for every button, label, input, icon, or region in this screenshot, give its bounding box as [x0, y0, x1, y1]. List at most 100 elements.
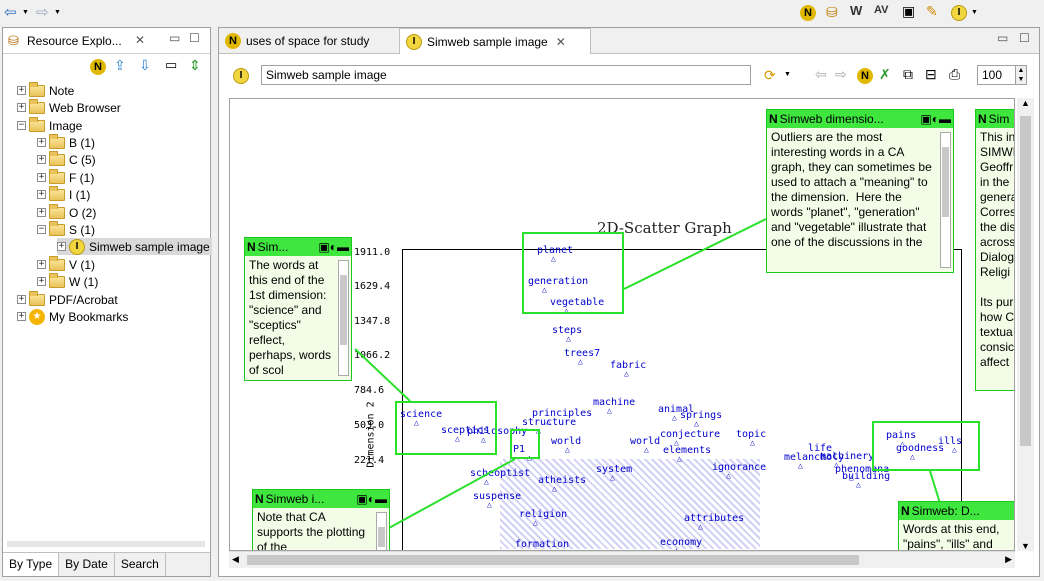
lock-icon[interactable]: ⊟	[925, 66, 937, 82]
refresh-icon[interactable]: ⟳	[764, 67, 776, 83]
tree-item-image[interactable]: − Image	[17, 116, 82, 134]
vertical-scrollbar[interactable]: ▲ ▼	[1017, 98, 1034, 551]
resource-explorer-tab[interactable]: ⛁ Resource Explo... ✕ ▭ ☐	[3, 28, 210, 54]
av-icon[interactable]: AV	[874, 4, 889, 16]
link-delete-icon[interactable]: ✗	[879, 66, 891, 82]
tree-item-f[interactable]: + F (1)	[37, 168, 94, 186]
pencil-icon[interactable]: ✎	[926, 3, 938, 19]
note-scrollbar[interactable]	[940, 132, 951, 268]
horizontal-scrollbar[interactable]	[7, 541, 205, 547]
export-icon[interactable]: ⇪	[114, 57, 126, 73]
back-icon[interactable]: ⇦	[815, 66, 827, 82]
expand-icon[interactable]: +	[37, 137, 46, 147]
close-tab-icon[interactable]: ✕	[555, 34, 566, 49]
expand-icon[interactable]: +	[17, 85, 26, 95]
zoom-input[interactable]	[977, 65, 1017, 85]
new-note-icon[interactable]: N	[800, 5, 816, 21]
expand-icon[interactable]: +	[37, 207, 46, 217]
new-note-icon[interactable]: N	[857, 68, 873, 84]
note-scrollbar[interactable]	[376, 512, 387, 550]
title-input[interactable]	[261, 65, 751, 85]
tree-item-pdf-acrobat[interactable]: + PDF/Acrobat	[17, 290, 118, 308]
note-controls-icon[interactable]: ▣◐▬	[356, 491, 387, 506]
resource-icon[interactable]: ⛁	[826, 4, 838, 20]
expand-icon[interactable]: +	[37, 172, 46, 182]
maximize-icon[interactable]: ☐	[1019, 31, 1030, 45]
collapse-icon[interactable]: −	[37, 224, 46, 234]
horizontal-scrollbar[interactable]: ◀ ▶	[229, 551, 1015, 568]
expand-icon[interactable]: +	[37, 276, 46, 286]
tab-simweb-sample-image[interactable]: I Simweb sample image ✕	[399, 28, 591, 54]
import-icon[interactable]: ⇩	[139, 57, 151, 73]
editor-tab-bar	[219, 28, 1039, 54]
expand-icon[interactable]: +	[37, 154, 46, 164]
image-icon[interactable]: I	[951, 5, 967, 21]
tree-item-simweb-sample-image[interactable]: + I Simweb sample image	[57, 238, 212, 255]
new-note-icon[interactable]: N	[90, 59, 106, 75]
tree-item-s[interactable]: − S (1)	[37, 220, 95, 238]
scroll-down-icon[interactable]: ▼	[1021, 541, 1030, 551]
zoom-spinner[interactable]: ▲▼	[1015, 65, 1027, 85]
scrollbar-thumb[interactable]	[1020, 116, 1031, 446]
window-icon[interactable]: ▣	[902, 3, 916, 19]
www-icon[interactable]: W	[850, 3, 863, 18]
maximize-icon[interactable]: ☐	[189, 31, 200, 45]
note-controls-icon[interactable]: ▣◐▬	[318, 239, 349, 254]
tree-item-note[interactable]: + Note	[17, 81, 74, 99]
minimize-icon[interactable]: ▭	[169, 31, 181, 45]
layout-icon[interactable]: ⧉	[903, 66, 913, 82]
tree-item-o[interactable]: + O (2)	[37, 203, 96, 221]
expand-icon[interactable]: +	[17, 102, 26, 112]
expand-icon[interactable]: +	[37, 189, 46, 199]
minimize-icon[interactable]: ▭	[997, 31, 1009, 45]
scroll-left-icon[interactable]: ◀	[232, 554, 239, 564]
scroll-up-icon[interactable]: ▲	[1021, 98, 1030, 108]
tree-item-c[interactable]: + C (5)	[37, 150, 96, 168]
tree-item-b[interactable]: + B (1)	[37, 133, 95, 151]
link-icon[interactable]: ⇕	[189, 57, 201, 73]
note-scrollbar[interactable]	[338, 260, 349, 376]
tree-item-my-bookmarks[interactable]: + ★ My Bookmarks	[17, 308, 128, 325]
expand-icon[interactable]: +	[17, 311, 26, 321]
image-dropdown-icon[interactable]: ▼	[971, 9, 978, 16]
highlight-box-science[interactable]	[395, 401, 497, 455]
back-dropdown-icon[interactable]: ▼	[22, 9, 29, 16]
scrollbar-thumb[interactable]	[247, 555, 859, 565]
collapse-icon[interactable]: −	[17, 120, 26, 130]
tab-by-date[interactable]: By Date	[59, 553, 115, 576]
tab-search[interactable]: Search	[115, 553, 166, 576]
note-controls-icon[interactable]: ▣◐▬	[920, 111, 951, 126]
highlight-box-pains[interactable]	[872, 421, 980, 471]
highlight-box-p1[interactable]	[510, 429, 540, 459]
expand-icon[interactable]: +	[57, 241, 66, 251]
tab-by-type[interactable]: By Type	[3, 553, 60, 576]
tree-item-web-browser[interactable]: + Web Browser	[17, 98, 121, 116]
image-canvas[interactable]: 2D-Scatter Graph Dimension 2 1911.0 1629…	[229, 98, 1015, 551]
back-icon[interactable]: ⇦	[4, 4, 17, 21]
expand-icon[interactable]: +	[17, 294, 26, 304]
close-icon[interactable]: ✕	[135, 33, 146, 47]
collapse-all-icon[interactable]: ▭	[165, 57, 178, 72]
tab-uses-of-space[interactable]: N uses of space for study	[219, 28, 397, 54]
expand-icon[interactable]: +	[37, 259, 46, 269]
scroll-right-icon[interactable]: ▶	[1005, 554, 1012, 564]
highlight-box-outliers[interactable]	[522, 232, 624, 314]
forward-icon[interactable]: ⇨	[835, 66, 847, 82]
forward-icon[interactable]: ⇨	[36, 4, 49, 21]
forward-dropdown-icon[interactable]: ▼	[54, 9, 61, 16]
tree-item-v[interactable]: + V (1)	[37, 255, 95, 273]
tree-item-i[interactable]: + I (1)	[37, 185, 90, 203]
tree-item-w[interactable]: + W (1)	[37, 272, 98, 290]
refresh-dropdown-icon[interactable]: ▼	[784, 71, 791, 78]
print-icon[interactable]: ⎙	[949, 66, 961, 82]
